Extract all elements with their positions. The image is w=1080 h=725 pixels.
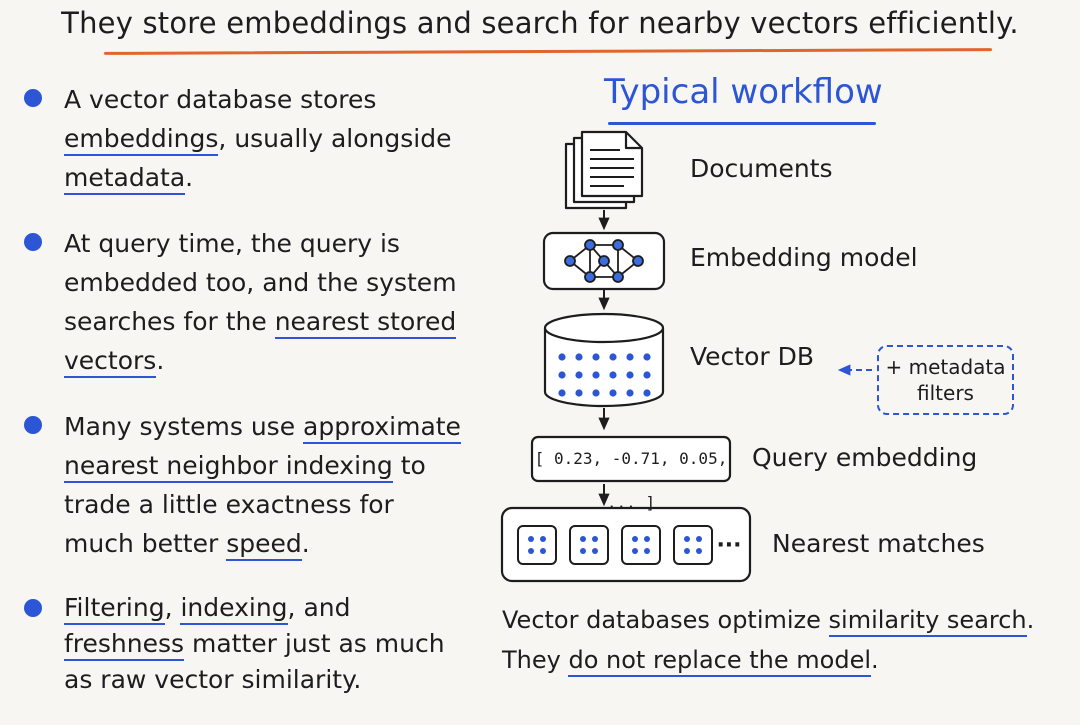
match-card-icon — [621, 525, 661, 565]
highlight-term: similarity search — [828, 606, 1027, 637]
filters-line-1: + metadata — [885, 355, 1006, 379]
highlight-term: indexing — [180, 593, 288, 625]
bullet-dot-icon — [24, 233, 42, 251]
step-label-documents: Documents — [690, 154, 833, 183]
documents-icon — [564, 130, 644, 210]
match-card-icon — [569, 525, 609, 565]
step-label-query-embedding: Query embedding — [752, 443, 978, 472]
match-card-icon — [673, 525, 713, 565]
workflow-title-underline — [608, 122, 876, 125]
neural-network-icon — [564, 239, 644, 283]
step-label-embedding-model: Embedding model — [690, 243, 918, 272]
bullet-item: At query time, the query is embedded too… — [22, 224, 462, 380]
highlight-term: nearest stored vectors — [64, 307, 457, 378]
bullet-list: A vector database stores embeddings, usu… — [22, 80, 462, 725]
highlight-term: embeddings — [64, 124, 219, 156]
bullet-item: Many systems use approximate nearest nei… — [22, 407, 462, 563]
highlight-term: metadata — [64, 163, 186, 195]
highlight-term: speed — [226, 529, 302, 561]
vector-db-icon — [543, 312, 665, 408]
matches-ellipsis: ··· — [716, 533, 741, 558]
bullet-dot-icon — [24, 89, 42, 107]
footer-note: Vector databases optimize similarity sea… — [502, 600, 1062, 680]
step-label-nearest-matches: Nearest matches — [772, 529, 985, 558]
bullet-item: A vector database stores embeddings, usu… — [22, 80, 462, 197]
bullet-dot-icon — [24, 599, 42, 617]
highlight-term: approximate nearest neighbor indexing — [64, 412, 461, 483]
query-embedding-box — [530, 435, 732, 483]
query-vector-values: [ 0.23, -0.71, 0.05, ... ] — [534, 449, 728, 512]
match-card-icon — [517, 525, 557, 565]
highlight-term: Filtering — [64, 593, 165, 625]
bullet-dot-icon — [24, 416, 42, 434]
workflow-title: Typical workflow — [604, 72, 883, 112]
workflow-diagram: ··· — [500, 130, 872, 583]
match-item-icons — [517, 525, 713, 565]
step-label-vector-db: Vector DB — [690, 342, 815, 371]
highlight-term: freshness — [64, 629, 185, 661]
highlight-term: do not replace the model — [568, 646, 871, 677]
filters-line-2: filters — [917, 381, 974, 405]
metadata-filters-box: + metadata filters — [877, 345, 1014, 415]
page-title: They store embeddings and search for nea… — [61, 6, 1019, 40]
